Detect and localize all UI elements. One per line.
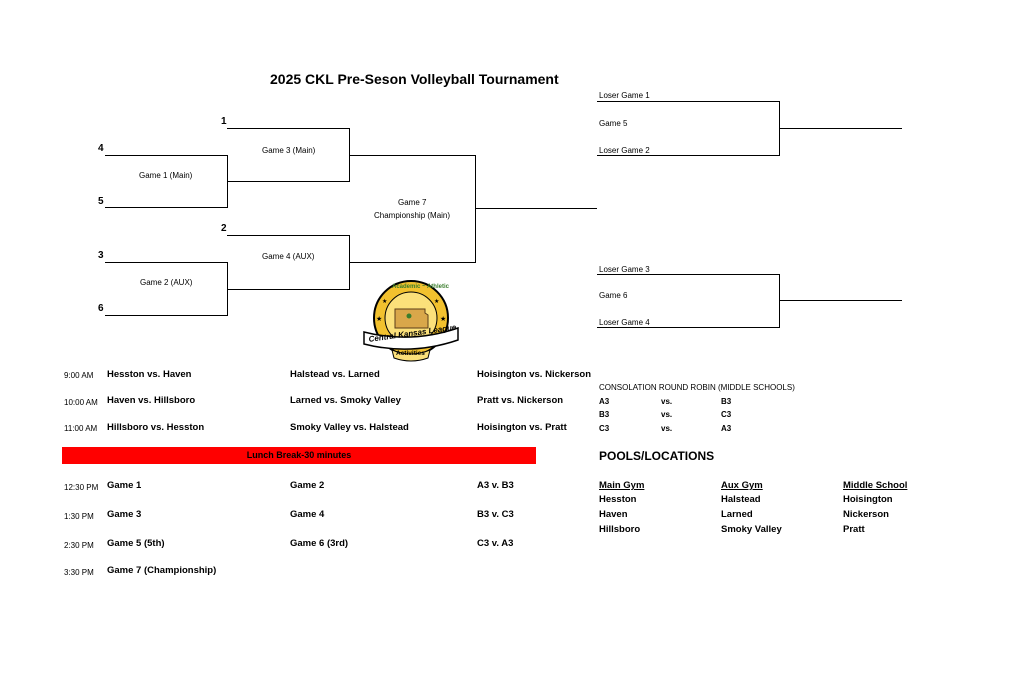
game-3-label: Game 3 (Main) <box>262 146 316 155</box>
game-5-label: Game 5 <box>599 119 628 128</box>
league-logo-graphic: ★ ★ ★ ★ <box>363 280 459 362</box>
svg-text:★: ★ <box>382 298 387 305</box>
bracket-line <box>597 155 779 156</box>
time-label: 12:30 PM <box>64 483 99 492</box>
seed-3: 3 <box>98 250 104 261</box>
rr-vs: vs. <box>661 397 673 406</box>
match-cell: Hillsboro vs. Hesston <box>107 422 205 433</box>
league-logo: ★ ★ ★ ★ Academic ~ Athletic Central Kans… <box>362 278 460 362</box>
logo-top-text: Academic ~ Athletic <box>392 284 449 290</box>
match-cell: Game 5 (5th) <box>107 538 165 549</box>
time-label: 10:00 AM <box>64 398 98 407</box>
svg-text:★: ★ <box>376 315 382 323</box>
match-cell: Pratt vs. Nickerson <box>477 395 564 406</box>
rr-team-a: B3 <box>599 410 610 419</box>
pool-team: Nickerson <box>843 509 889 520</box>
time-label: 9:00 AM <box>64 371 94 380</box>
rr-vs: vs. <box>661 424 673 433</box>
pool-header: Main Gym <box>599 480 645 491</box>
rr-vs: vs. <box>661 410 673 419</box>
bracket-line <box>779 128 902 129</box>
match-cell: Game 2 <box>290 480 325 491</box>
seed-5: 5 <box>98 196 104 207</box>
match-cell: Game 7 (Championship) <box>107 565 217 576</box>
bracket-line <box>597 327 779 328</box>
pool-team: Haven <box>599 509 628 520</box>
pool-team: Halstead <box>721 494 761 505</box>
match-cell: Halstead vs. Larned <box>290 369 380 380</box>
time-label: 2:30 PM <box>64 541 94 550</box>
pool-team: Larned <box>721 509 753 520</box>
match-cell: Game 6 (3rd) <box>290 538 349 549</box>
bracket-line <box>349 262 475 263</box>
svg-text:★: ★ <box>440 315 446 323</box>
match-cell: C3 v. A3 <box>477 538 514 549</box>
pool-team: Pratt <box>843 524 865 535</box>
match-cell: Hoisington vs. Pratt <box>477 422 567 433</box>
rr-team-b: A3 <box>721 424 732 433</box>
loser-game-4-label: Loser Game 4 <box>599 318 650 327</box>
rr-team-a: C3 <box>599 424 610 433</box>
match-cell: Game 4 <box>290 509 325 520</box>
match-cell: Smoky Valley vs. Halstead <box>290 422 409 433</box>
bracket-line <box>597 101 779 102</box>
seed-1: 1 <box>221 116 227 127</box>
bracket-line <box>105 155 227 156</box>
bracket-line <box>105 207 227 208</box>
bracket-line <box>105 262 227 263</box>
match-cell: B3 v. C3 <box>477 509 514 520</box>
seed-2: 2 <box>221 223 227 234</box>
bracket-line <box>349 155 475 156</box>
pool-team: Hillsboro <box>599 524 641 535</box>
bracket-line <box>227 235 349 236</box>
pool-team: Smoky Valley <box>721 524 782 535</box>
game-4-label: Game 4 (AUX) <box>262 252 315 261</box>
rr-team-a: A3 <box>599 397 610 406</box>
logo-bottom-text: Activities <box>396 350 425 357</box>
pool-team: Hoisington <box>843 494 893 505</box>
bracket-line <box>779 274 780 328</box>
pool-header: Middle School <box>843 480 908 491</box>
bracket-line <box>597 274 779 275</box>
match-cell: Larned vs. Smoky Valley <box>290 395 401 406</box>
bracket-line <box>227 128 349 129</box>
time-label: 3:30 PM <box>64 568 94 577</box>
game-7-label: Game 7 <box>398 198 427 207</box>
page-title: 2025 CKL Pre-Seson Volleyball Tournament <box>270 71 559 87</box>
championship-label: Championship (Main) <box>374 211 451 220</box>
round-robin-heading: CONSOLATION ROUND ROBIN (MIDDLE SCHOOLS) <box>599 383 795 392</box>
bracket-line <box>227 181 349 182</box>
seed-6: 6 <box>98 303 104 314</box>
time-label: 11:00 AM <box>64 424 98 433</box>
pool-header: Aux Gym <box>721 480 763 491</box>
rr-team-b: C3 <box>721 410 732 419</box>
svg-text:★: ★ <box>434 298 439 305</box>
loser-game-2-label: Loser Game 2 <box>599 146 650 155</box>
bracket-line <box>779 300 902 301</box>
match-cell: Hoisington vs. Nickerson <box>477 369 592 380</box>
rr-team-b: B3 <box>721 397 732 406</box>
bracket-line <box>475 155 476 263</box>
pools-heading: POOLS/LOCATIONS <box>599 449 715 463</box>
bracket-line <box>227 289 349 290</box>
loser-game-3-label: Loser Game 3 <box>599 265 650 274</box>
seed-4: 4 <box>98 143 104 154</box>
pool-team: Hesston <box>599 494 637 505</box>
match-cell: Haven vs. Hillsboro <box>107 395 196 406</box>
game-1-label: Game 1 (Main) <box>139 171 193 180</box>
game-6-label: Game 6 <box>599 291 628 300</box>
match-cell: Hesston vs. Haven <box>107 369 192 380</box>
bracket-line <box>475 208 597 209</box>
match-cell: A3 v. B3 <box>477 480 514 491</box>
game-2-label: Game 2 (AUX) <box>140 278 193 287</box>
bracket-line <box>105 315 227 316</box>
loser-game-1-label: Loser Game 1 <box>599 91 650 100</box>
lunch-break-bar: Lunch Break-30 minutes <box>62 447 536 464</box>
time-label: 1:30 PM <box>64 512 94 521</box>
match-cell: Game 3 <box>107 509 142 520</box>
match-cell: Game 1 <box>107 480 142 491</box>
